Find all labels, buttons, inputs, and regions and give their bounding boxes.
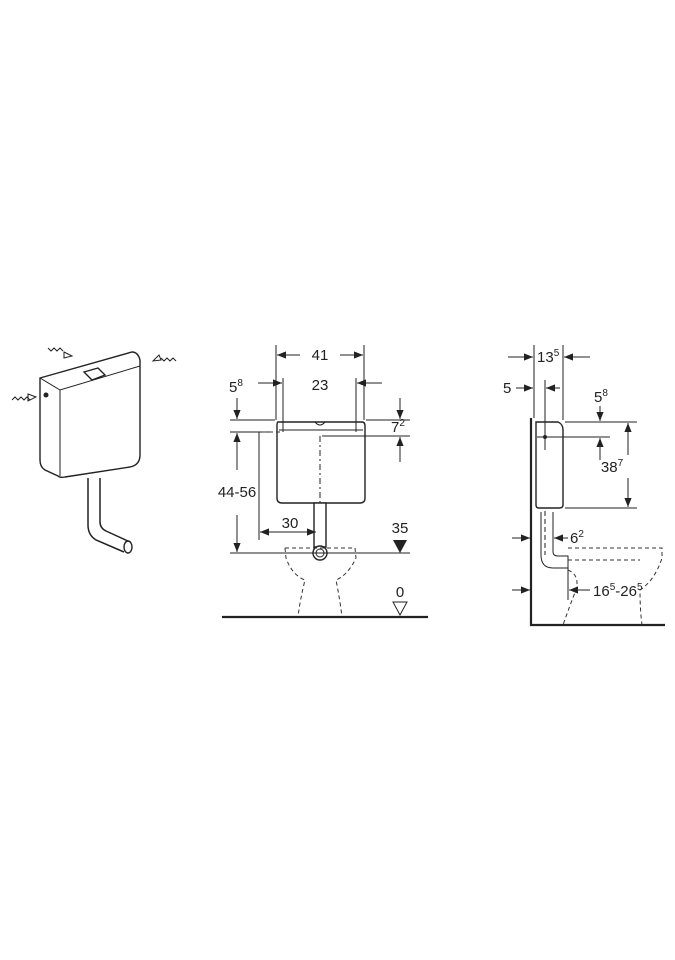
front-view: 41 23 58 72 44-56 30 35 0	[218, 345, 428, 619]
dim-inlet-offset: 30	[282, 515, 299, 532]
dim-width-outer: 41	[312, 347, 329, 364]
water-inlet-arrow-icon	[11, 347, 177, 402]
side-view: 135 5 58 387 62 165-265	[503, 345, 665, 627]
cistern-tank	[276, 421, 366, 504]
dim-wall-gap: 5	[503, 380, 511, 397]
dim-outlet-level: 35	[392, 520, 409, 537]
dim-pipe-offset: 62	[570, 529, 584, 547]
dim-lid-offset: 58	[229, 378, 243, 396]
level-marker-filled-icon	[393, 540, 407, 553]
cistern-isometric-view	[11, 347, 177, 554]
dim-height-range: 44-56	[218, 484, 256, 501]
level-marker-open-icon	[392, 601, 408, 617]
dim-bowl-distance: 165-265	[593, 582, 643, 600]
dim-floor-level: 0	[396, 584, 404, 601]
dim-side-lid-offset: 58	[594, 388, 608, 406]
cistern-tank-side	[535, 421, 564, 509]
dim-width-inner: 23	[312, 377, 329, 394]
dim-tank-height: 387	[601, 458, 624, 476]
dim-lid-height: 72	[391, 418, 405, 436]
dim-depth: 135	[537, 348, 560, 366]
flush-button-icon	[82, 367, 107, 381]
